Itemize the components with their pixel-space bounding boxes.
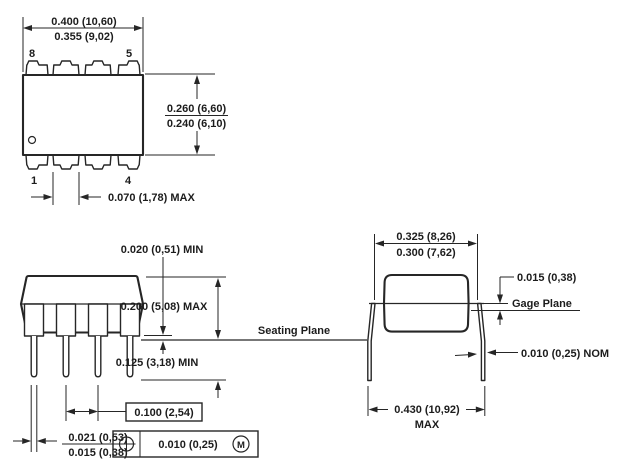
dim-body-height-text: 0.200 (5,08) MAX — [121, 301, 208, 313]
arrow-left-icon — [66, 408, 75, 415]
end-view-lead-left — [367, 302, 376, 382]
pin-label-8: 8 — [29, 48, 35, 60]
dim-lead-width: 0.021 (0,53) 0.015 (0,38) — [13, 385, 134, 459]
arrow-up-icon — [215, 381, 221, 390]
arrow-right-icon — [43, 194, 53, 200]
top-view-pins-top — [25, 60, 141, 76]
pin-label-1: 1 — [31, 175, 37, 187]
dim-top-width-max: 0.400 (10,60) — [51, 16, 117, 28]
dim-top-depth-min: 0.240 (6,10) — [167, 118, 227, 130]
dim-lead-pitch: 0.100 (2,54) — [65, 385, 203, 422]
top-view-body — [21, 73, 145, 157]
arrow-down-icon — [497, 294, 503, 304]
dim-row-spread: 0.430 (10,92) MAX — [367, 386, 486, 431]
dim-standoff: 0.020 (0,51) MIN — [121, 244, 204, 354]
dim-lead-pitch-text: 0.100 (2,54) — [134, 407, 194, 419]
dim-gage-offset-text: 0.015 (0,38) — [517, 272, 577, 284]
arrow-up-icon — [215, 278, 221, 287]
dim-top-width: 0.400 (10,60) 0.355 (9,02) — [22, 16, 144, 72]
arrow-left-icon — [79, 194, 89, 200]
dim-row-spread-qualifier: MAX — [415, 419, 440, 431]
pin1-indicator-icon — [27, 135, 37, 145]
gage-plane-label: Gage Plane — [512, 298, 572, 310]
dim-top-depth: 0.260 (6,60) 0.240 (6,10) — [145, 73, 228, 156]
dim-top-width-min: 0.355 (9,02) — [54, 31, 114, 43]
arrow-left-icon — [368, 406, 378, 413]
arrow-down-icon — [215, 330, 221, 339]
dim-lead-span: 0.325 (8,26) 0.300 (7,62) — [374, 231, 478, 300]
dim-lead-span-max: 0.325 (8,26) — [396, 231, 456, 243]
arrow-up-icon — [160, 341, 166, 350]
arrow-left-icon — [375, 240, 384, 247]
dim-lead-thickness-text: 0.010 (0,25) NOM — [521, 348, 609, 360]
basic-dim-box — [125, 402, 203, 422]
arrow-left-icon — [23, 25, 32, 31]
position-tolerance-icon — [117, 435, 136, 453]
arrow-right-icon — [89, 408, 98, 415]
top-view: 0.400 (10,60) 0.355 (9,02) 8 5 1 4 — [21, 16, 228, 205]
end-view-lead-right — [476, 302, 486, 382]
arrow-right-icon — [134, 25, 143, 31]
dim-lead-thickness: 0.010 (0,25) NOM — [454, 348, 609, 360]
arrow-left-icon — [36, 438, 46, 444]
position-tolerance-value: 0.010 (0,25) — [158, 439, 218, 451]
feature-control-frame: 0.010 (0,25) M — [112, 430, 259, 458]
dim-gage-offset: 0.015 (0,38) Gage Plane — [471, 272, 580, 325]
dim-body-height: 0.200 (5,08) MAX — [121, 276, 226, 339]
arrow-down-icon — [160, 326, 166, 335]
arrow-up-icon — [194, 75, 200, 84]
side-view: 0.020 (0,51) MIN 0.200 (5,08) MAX Seatin… — [13, 244, 367, 459]
dim-lead-shoulder-text: 0.070 (1,78) MAX — [108, 192, 195, 204]
dim-lead-length: 0.125 (3,18) MIN — [116, 357, 226, 398]
arrow-left-icon — [487, 349, 496, 356]
dim-lead-span-min: 0.300 (7,62) — [396, 247, 456, 259]
mmc-letter: M — [237, 440, 245, 451]
pin-label-5: 5 — [126, 48, 132, 60]
arrow-down-icon — [194, 145, 200, 155]
pin-label-4: 4 — [125, 175, 132, 187]
dim-lead-length-text: 0.125 (3,18) MIN — [116, 357, 199, 369]
end-view: 0.325 (8,26) 0.300 (7,62) 0.015 (0,38) G… — [367, 231, 609, 431]
arrow-right-icon — [475, 406, 485, 413]
arrow-right-icon — [468, 351, 477, 358]
seating-plane-label: Seating Plane — [258, 325, 330, 337]
dim-row-spread-text: 0.430 (10,92) — [394, 404, 460, 416]
top-view-pins-bottom — [25, 154, 141, 170]
mmc-modifier-icon: M — [232, 435, 250, 453]
dim-top-depth-max: 0.260 (6,60) — [167, 103, 227, 115]
side-view-leads — [30, 336, 134, 378]
dim-lead-width-max: 0.021 (0,53) — [68, 432, 128, 444]
arrow-right-icon — [468, 240, 477, 247]
dim-lead-shoulder: 0.070 (1,78) MAX — [31, 172, 195, 205]
dim-standoff-text: 0.020 (0,51) MIN — [121, 244, 204, 256]
arrow-right-icon — [22, 438, 32, 444]
arrow-up-icon — [497, 310, 503, 320]
